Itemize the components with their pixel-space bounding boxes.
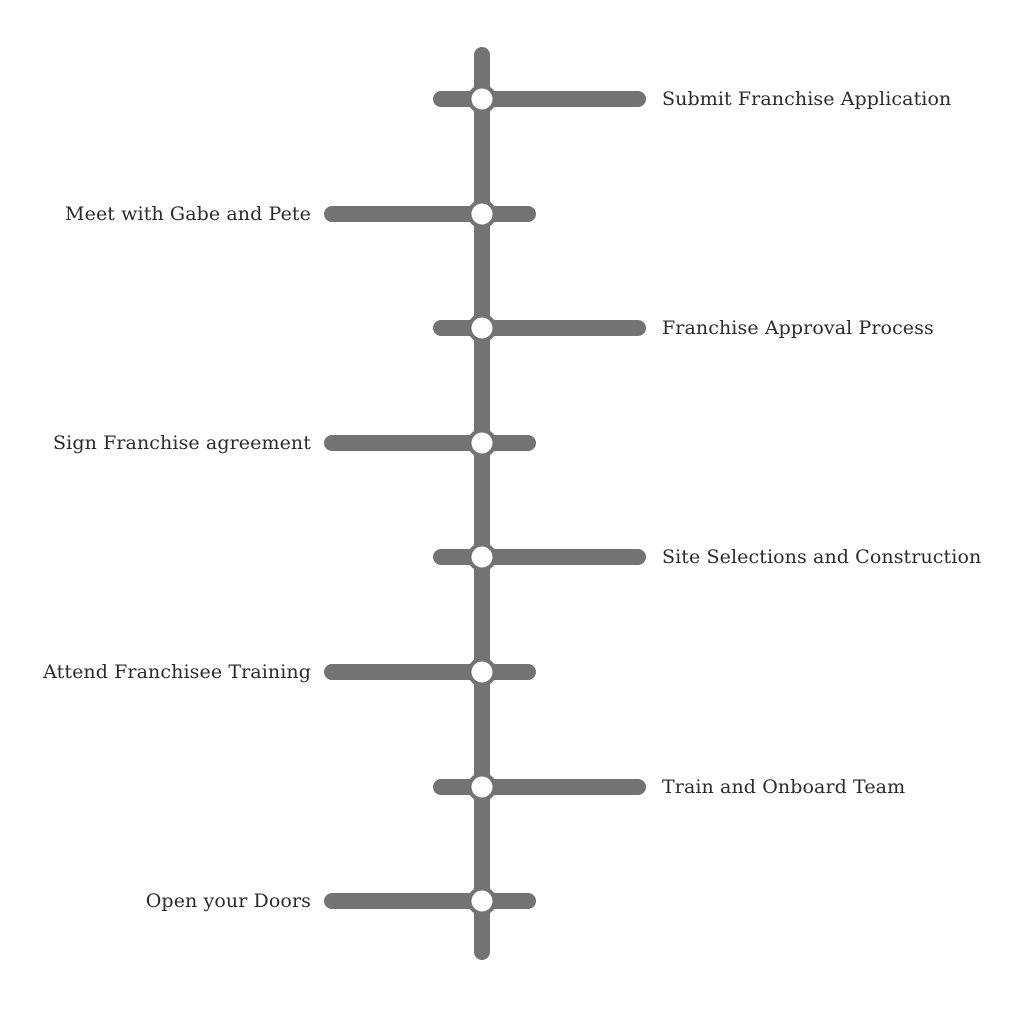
step-node	[467, 84, 497, 114]
timeline-step: Sign Franchise agreement	[53, 428, 536, 458]
timeline-step: Franchise Approval Process	[433, 313, 934, 343]
step-node	[467, 657, 497, 687]
step-label: Sign Franchise agreement	[53, 432, 311, 454]
step-node	[467, 428, 497, 458]
step-label: Site Selections and Construction	[662, 546, 981, 568]
step-label: Attend Franchisee Training	[42, 661, 311, 683]
step-node	[467, 542, 497, 572]
step-node	[467, 772, 497, 802]
timeline-step: Meet with Gabe and Pete	[65, 199, 536, 229]
step-label: Meet with Gabe and Pete	[65, 203, 311, 225]
timeline-step: Attend Franchisee Training	[42, 657, 536, 687]
timeline-step: Train and Onboard Team	[433, 772, 905, 802]
timeline-step: Site Selections and Construction	[433, 542, 981, 572]
step-label: Franchise Approval Process	[662, 317, 934, 339]
timeline-step: Submit Franchise Application	[433, 84, 951, 114]
timeline-step: Open your Doors	[146, 886, 536, 916]
step-node	[467, 199, 497, 229]
step-label: Submit Franchise Application	[662, 88, 951, 110]
step-label: Train and Onboard Team	[662, 776, 905, 798]
step-node	[467, 313, 497, 343]
step-label: Open your Doors	[146, 890, 311, 912]
step-node	[467, 886, 497, 916]
